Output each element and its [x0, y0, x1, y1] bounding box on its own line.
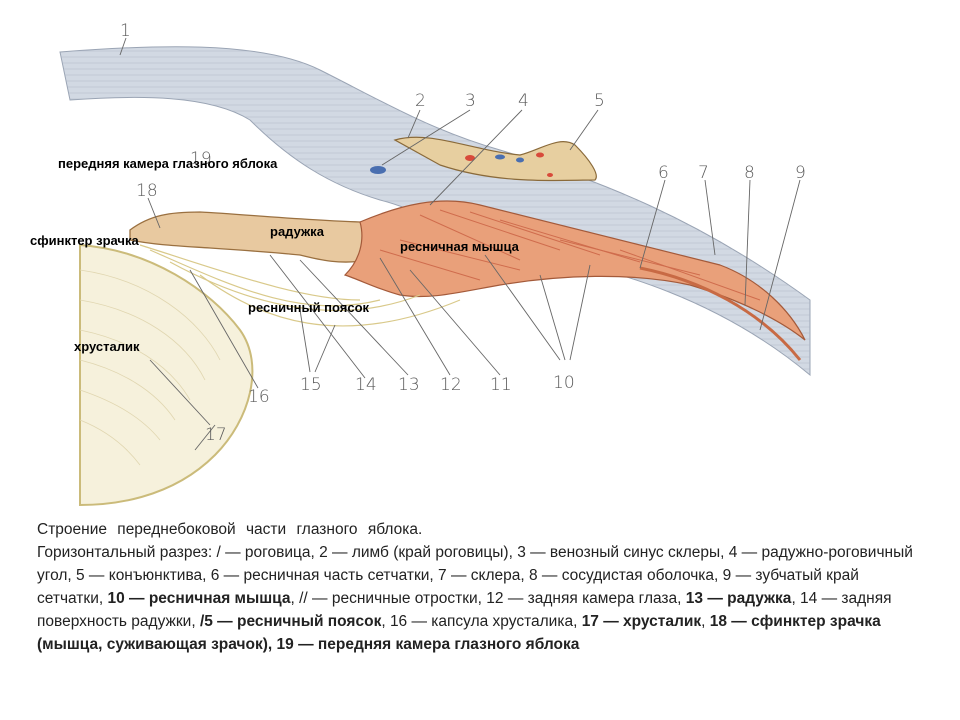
label-number-9: 9: [795, 163, 806, 183]
leader-lines: [119, 37, 801, 451]
caption-seg-10: 18 — сфинктер зрачка: [709, 613, 881, 630]
label-number-2: 2: [415, 91, 426, 111]
caption-seg-07: , 16 — капсула хрусталика,: [381, 613, 582, 630]
label-number-16: 16: [248, 387, 270, 407]
lens-fibers: [79, 269, 221, 466]
label-ciliary-muscle: ресничная мышца: [400, 239, 519, 254]
caption-seg-03: , // — ресничные отростки, 12 — задняя к…: [290, 590, 686, 607]
caption-seg-12: 19 — передняя камера глазного яблока: [276, 636, 580, 653]
caption-seg-06: /5 — ресничный поясок: [199, 613, 382, 630]
label-number-6: 6: [658, 163, 669, 183]
caption-seg-02: 10 — ресничная мышца: [107, 590, 291, 607]
label-number-1: 1: [120, 21, 131, 41]
caption-seg-11: (мышца, суживающая зрачок),: [37, 636, 277, 653]
label-pupil-sphincter: сфинктер зрачка: [30, 233, 139, 248]
label-number-19: 19: [190, 149, 212, 169]
label-number-12: 12: [440, 375, 462, 395]
label-ciliary-zonule: ресничный поясок: [248, 300, 370, 315]
eye-section-illustration: 1 2 3 4 5 6 7 8 9 10 11 12 13 14 15 16 1…: [59, 21, 811, 507]
conjunctiva: [393, 136, 597, 182]
lens: [79, 243, 254, 507]
label-lens: хрусталик: [74, 339, 140, 354]
caption-seg-09: ,: [701, 613, 710, 630]
label-number-7: 7: [698, 163, 709, 183]
label-number-8: 8: [744, 163, 755, 183]
label-iris: радужка: [270, 224, 324, 239]
label-number-18: 18: [136, 181, 158, 201]
venous-sinus-vessels: [370, 152, 553, 177]
caption-seg-04: 13 — радужка: [685, 590, 792, 607]
caption-seg-08: 17 — хрусталик: [581, 613, 702, 630]
label-number-10: 10: [553, 373, 575, 393]
ciliary-muscle: [343, 200, 806, 341]
figure-caption: Строение переднебоковой части глазного я…: [37, 518, 917, 656]
choroid: [639, 266, 802, 361]
label-number-11: 11: [490, 375, 512, 395]
label-anterior-chamber: передняя камера глазного яблока: [58, 156, 278, 171]
label-number-4: 4: [518, 91, 529, 111]
ciliary-muscle-fibers: [379, 209, 761, 301]
label-number-3: 3: [465, 91, 476, 111]
label-number-17: 17: [205, 425, 227, 445]
label-number-13: 13: [398, 375, 420, 395]
label-number-14: 14: [355, 375, 377, 395]
caption-title: Строение переднебоковой части глазного я…: [37, 521, 423, 538]
caption-seg-05: , 14 — задняя поверхность радужки,: [37, 590, 892, 630]
label-number-5: 5: [594, 91, 605, 111]
label-number-15: 15: [300, 375, 322, 395]
caption-body: Горизонтальный разрез: / — роговица, 2 —…: [37, 541, 917, 656]
caption-seg-01: Горизонтальный разрез: / — роговица, 2 —…: [37, 544, 913, 607]
